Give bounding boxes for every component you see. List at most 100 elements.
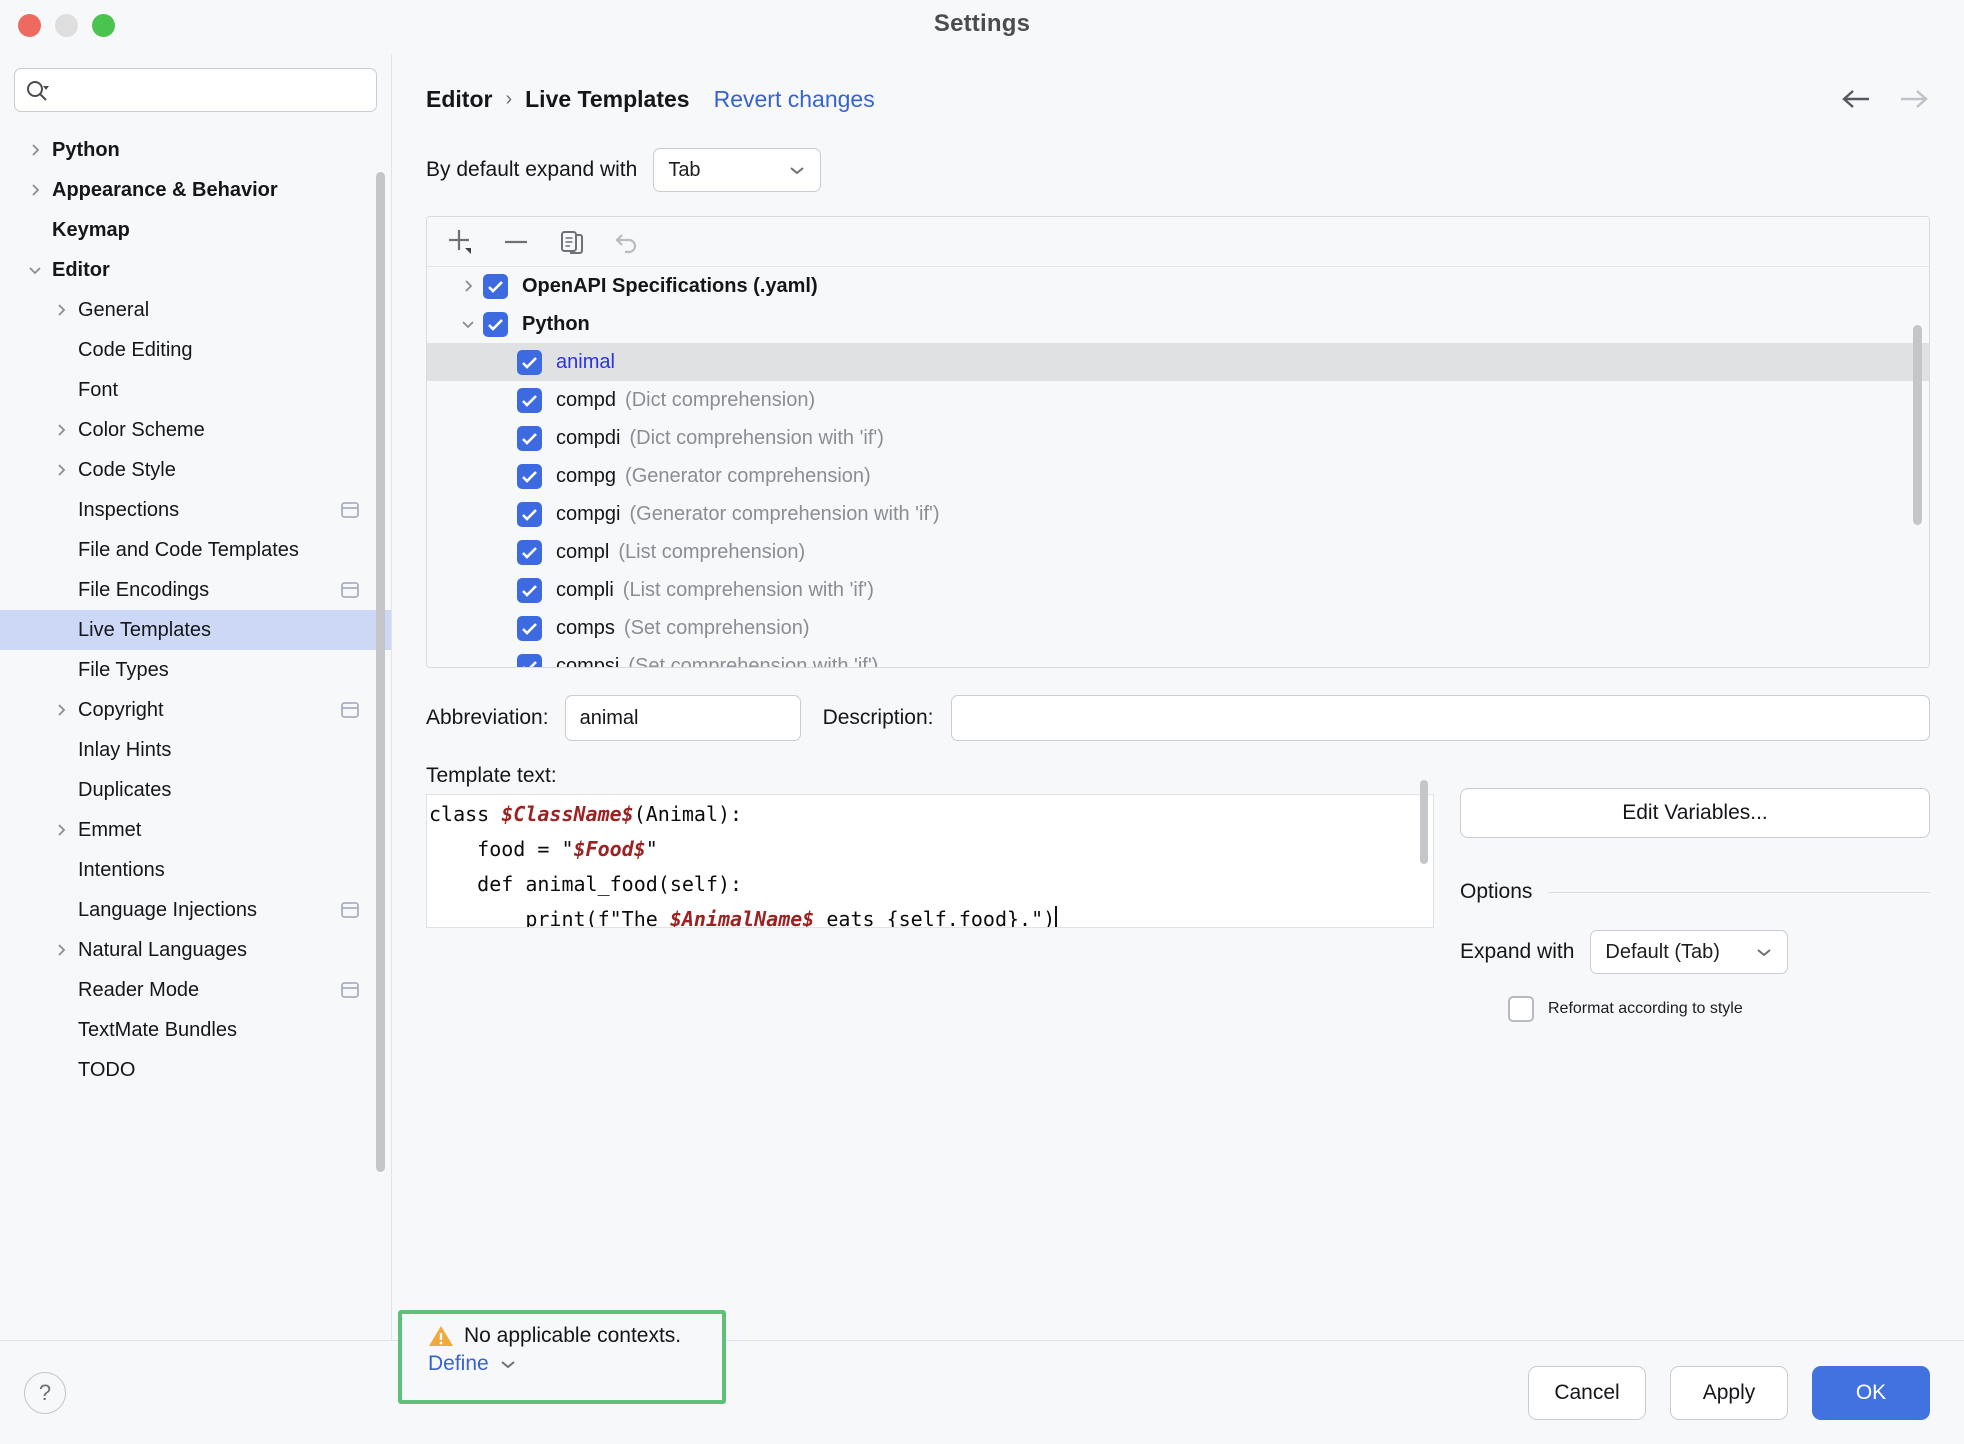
chevron-right-icon[interactable] [48, 421, 74, 439]
template-row[interactable]: compdi(Dict comprehension with 'if') [427, 419, 1929, 457]
sidebar-item-reader-mode[interactable]: Reader Mode [0, 970, 391, 1010]
close-button[interactable] [18, 14, 41, 37]
sidebar-item-natural-languages[interactable]: Natural Languages [0, 930, 391, 970]
chevron-right-icon[interactable] [453, 277, 483, 295]
template-checkbox[interactable] [517, 577, 542, 603]
template-row[interactable]: compli(List comprehension with 'if') [427, 571, 1929, 609]
duplicate-icon[interactable] [555, 225, 589, 259]
template-row[interactable]: compgi(Generator comprehension with 'if'… [427, 495, 1929, 533]
sidebar-item-live-templates[interactable]: Live Templates [0, 610, 391, 650]
sidebar-item-keymap[interactable]: Keymap [0, 210, 391, 250]
template-row[interactable]: OpenAPI Specifications (.yaml) [427, 267, 1929, 305]
template-row[interactable]: compl(List comprehension) [427, 533, 1929, 571]
sidebar-item-language-injections[interactable]: Language Injections [0, 890, 391, 930]
expand-with-label: Expand with [1460, 940, 1575, 963]
add-icon[interactable] [443, 225, 477, 259]
sidebar-item-file-encodings[interactable]: File Encodings [0, 570, 391, 610]
sidebar-item-file-types[interactable]: File Types [0, 650, 391, 690]
chevron-right-icon[interactable] [48, 461, 74, 479]
expand-with-select[interactable]: Default (Tab) [1590, 930, 1789, 974]
default-expand-select[interactable]: Tab [653, 148, 822, 192]
chevron-down-icon[interactable] [453, 315, 483, 333]
reformat-checkbox[interactable] [1508, 996, 1534, 1022]
templates-scrollbar[interactable] [1913, 325, 1922, 525]
sidebar-item-inlay-hints[interactable]: Inlay Hints [0, 730, 391, 770]
template-checkbox[interactable] [517, 349, 542, 375]
sidebar-item-todo[interactable]: TODO [0, 1050, 391, 1090]
sidebar-item-font[interactable]: Font [0, 370, 391, 410]
remove-icon[interactable] [499, 225, 533, 259]
chevron-right-icon[interactable] [48, 941, 74, 959]
apply-button[interactable]: Apply [1670, 1365, 1788, 1420]
search-input[interactable] [51, 79, 366, 101]
chevron-right-icon[interactable] [22, 181, 48, 199]
options-header: Options [1460, 880, 1930, 904]
sidebar-item-textmate-bundles[interactable]: TextMate Bundles [0, 1010, 391, 1050]
template-checkbox[interactable] [483, 311, 508, 337]
sidebar-item-intentions[interactable]: Intentions [0, 850, 391, 890]
maximize-button[interactable] [92, 14, 115, 37]
sidebar-item-label: Reader Mode [78, 978, 200, 1001]
sidebar-item-editor[interactable]: Editor [0, 250, 391, 290]
context-warning-text: No applicable contexts. [464, 1324, 682, 1347]
sidebar-item-appearance-behavior[interactable]: Appearance & Behavior [0, 170, 391, 210]
template-checkbox[interactable] [517, 425, 542, 451]
forward-arrow-icon[interactable] [1896, 86, 1930, 112]
sidebar-item-code-editing[interactable]: Code Editing [0, 330, 391, 370]
description-input[interactable] [951, 695, 1930, 741]
ok-button[interactable]: OK [1812, 1365, 1930, 1420]
template-checkbox[interactable] [517, 463, 542, 489]
chevron-right-icon[interactable] [48, 821, 74, 839]
template-abbreviation: compgi [556, 502, 621, 525]
chevron-right-icon[interactable] [48, 301, 74, 319]
sidebar-item-python[interactable]: Python [0, 130, 391, 170]
breadcrumb-parent[interactable]: Editor [426, 85, 493, 112]
template-checkbox[interactable] [483, 273, 508, 299]
reformat-checkbox-row[interactable]: Reformat according to style [1508, 996, 1930, 1022]
template-checkbox[interactable] [517, 615, 542, 641]
template-checkbox[interactable] [517, 653, 542, 667]
search-box[interactable] [14, 68, 377, 112]
sidebar-item-duplicates[interactable]: Duplicates [0, 770, 391, 810]
template-row[interactable]: compsi(Set comprehension with 'if') [427, 647, 1929, 667]
sidebar-item-copyright[interactable]: Copyright [0, 690, 391, 730]
sidebar-item-emmet[interactable]: Emmet [0, 810, 391, 850]
sidebar-scrollbar[interactable] [376, 172, 385, 1172]
edit-variables-button[interactable]: Edit Variables... [1460, 788, 1930, 838]
define-link[interactable]: Define [428, 1352, 722, 1376]
minimize-button[interactable] [55, 14, 78, 37]
template-row[interactable]: compg(Generator comprehension) [427, 457, 1929, 495]
template-abbreviation: compsi [556, 654, 620, 668]
sidebar-item-file-and-code-templates[interactable]: File and Code Templates [0, 530, 391, 570]
template-checkbox[interactable] [517, 539, 542, 565]
chevron-right-icon[interactable] [48, 701, 74, 719]
template-text-editor[interactable]: class $ClassName$(Animal): food = "$Food… [426, 794, 1434, 928]
sidebar-item-label: Intentions [78, 858, 165, 881]
abbreviation-input[interactable]: animal [564, 695, 801, 741]
window-controls [18, 14, 115, 37]
template-checkbox[interactable] [517, 501, 542, 527]
template-row[interactable]: comps(Set comprehension) [427, 609, 1929, 647]
template-description: (Dict comprehension with 'if') [629, 426, 884, 449]
sidebar-item-color-scheme[interactable]: Color Scheme [0, 410, 391, 450]
project-scope-icon [339, 701, 361, 719]
revert-icon[interactable] [611, 225, 645, 259]
twisty-placeholder [48, 621, 74, 639]
sidebar-item-inspections[interactable]: Inspections [0, 490, 391, 530]
sidebar-item-code-style[interactable]: Code Style [0, 450, 391, 490]
back-arrow-icon[interactable] [1840, 86, 1874, 112]
template-text-scrollbar[interactable] [1420, 780, 1428, 864]
cancel-button[interactable]: Cancel [1528, 1365, 1646, 1420]
template-checkbox[interactable] [517, 387, 542, 413]
template-row[interactable]: animal [427, 343, 1929, 381]
sidebar-item-general[interactable]: General [0, 290, 391, 330]
template-row[interactable]: Python [427, 305, 1929, 343]
chevron-right-icon[interactable] [22, 141, 48, 159]
chevron-down-icon[interactable] [22, 261, 48, 279]
sidebar-item-label: Inspections [78, 498, 180, 521]
revert-changes-link[interactable]: Revert changes [713, 85, 875, 112]
template-row[interactable]: compd(Dict comprehension) [427, 381, 1929, 419]
help-button[interactable]: ? [24, 1371, 66, 1414]
